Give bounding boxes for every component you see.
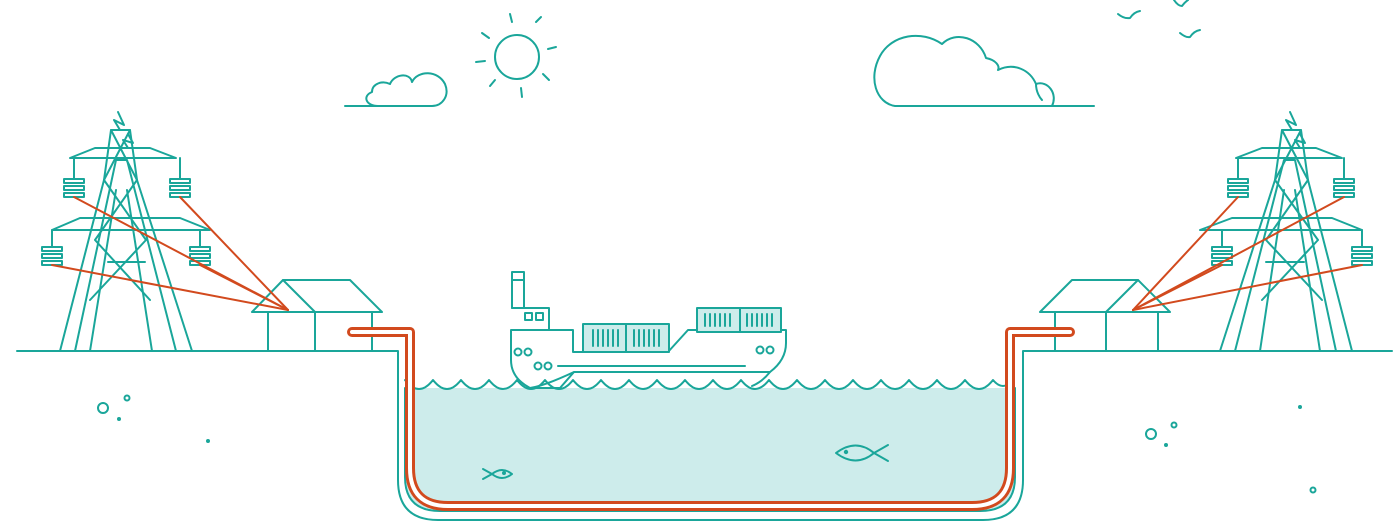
converter-station-icon: [252, 280, 382, 351]
container-stack: [697, 308, 781, 332]
cloud-icon: [874, 36, 1094, 106]
bird-icon: [1174, 0, 1188, 6]
cloud-icon: [345, 73, 447, 106]
container-ship-icon: [511, 272, 786, 388]
transmission-tower-icon: [1200, 112, 1372, 351]
transmission-tower-icon: [42, 112, 210, 351]
sun-icon: [476, 14, 556, 97]
bird-icon: [1118, 11, 1140, 18]
wave-line: [405, 380, 1013, 389]
sea: [405, 388, 1015, 511]
power-lines: [52, 197, 1362, 310]
bird-icon: [1180, 30, 1200, 37]
container-stack: [583, 324, 669, 352]
